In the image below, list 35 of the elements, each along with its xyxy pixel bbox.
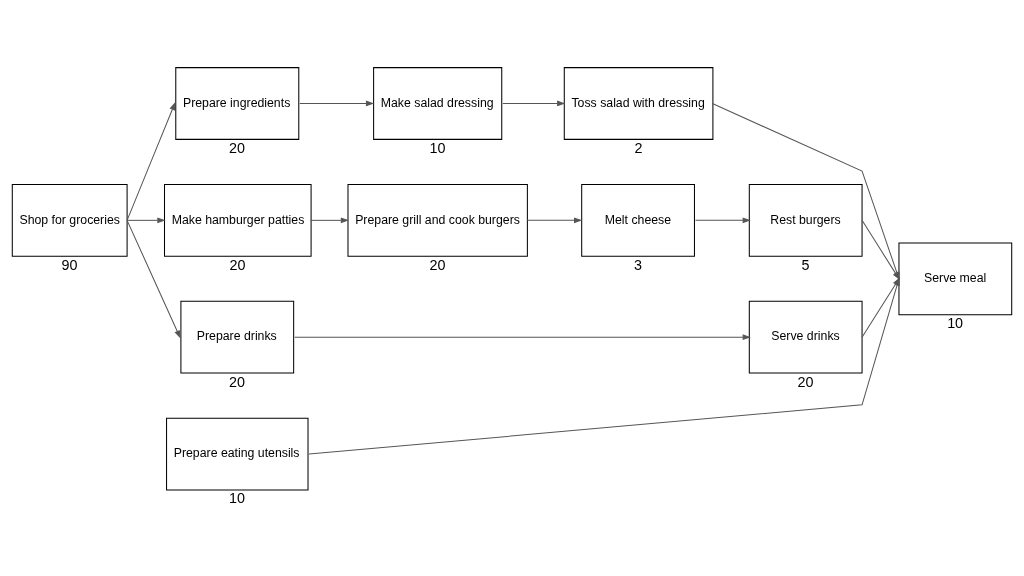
node-box: Serve drinks	[748, 300, 863, 374]
arrow	[294, 334, 751, 341]
node-label: 10	[429, 139, 446, 156]
arrow	[299, 100, 375, 107]
arrow	[502, 100, 566, 107]
node-label: 2	[634, 139, 643, 156]
node-box: Prepare eating utensils	[166, 417, 309, 491]
arrow	[126, 102, 176, 221]
node-box: Melt cheese	[581, 183, 695, 257]
arrow	[526, 217, 583, 224]
node-label: 20	[229, 139, 246, 156]
node-box: Toss salad with dressing	[563, 67, 714, 140]
node-label: 3	[633, 256, 642, 273]
node-label: 5	[801, 256, 810, 273]
node-label: 20	[229, 373, 246, 390]
arrow	[126, 219, 181, 339]
node-label: 20	[429, 256, 446, 273]
arrow	[308, 277, 900, 455]
node-box: Prepare grill and cook burgers	[347, 183, 528, 257]
node-box: Make salad dressing	[373, 67, 503, 140]
node-box: Serve meal	[898, 242, 1013, 316]
node-label: 10	[229, 490, 246, 507]
arrow	[694, 217, 751, 224]
arrow	[126, 217, 166, 224]
node-label: 90	[61, 256, 78, 273]
node-box: Prepare drinks	[180, 300, 295, 374]
node-label: 10	[947, 315, 964, 332]
node-label: 20	[797, 373, 814, 390]
arrow	[310, 217, 350, 224]
node-label: 20	[229, 256, 246, 273]
arrow	[861, 277, 900, 338]
node-box: Prepare ingredients	[175, 67, 300, 140]
node-box: Rest burgers	[748, 183, 863, 257]
node-box: Make hamburger patties	[164, 183, 312, 257]
node-box: Shop for groceries	[11, 183, 128, 257]
